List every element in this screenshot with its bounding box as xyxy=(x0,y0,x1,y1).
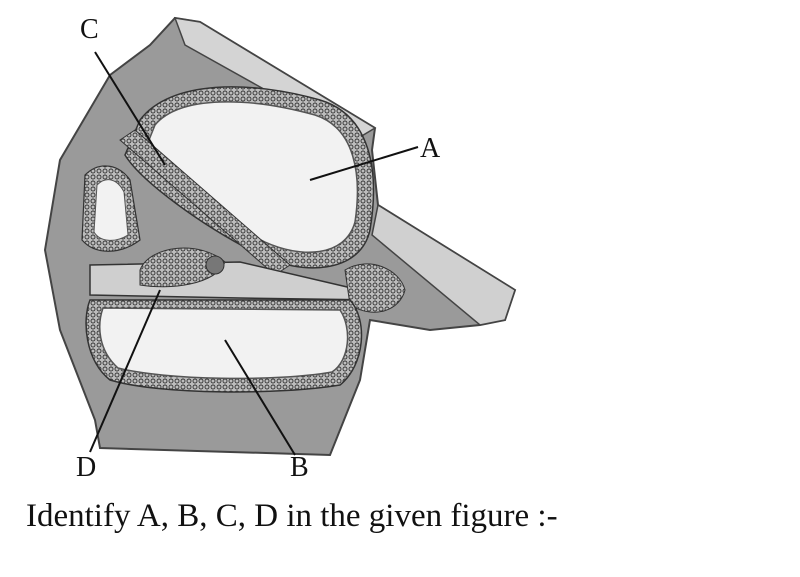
label-b: B xyxy=(290,452,309,483)
leader-line-d xyxy=(89,289,161,453)
label-d: D xyxy=(76,452,97,483)
left-chamber-inner xyxy=(93,179,129,241)
tectorial-knob xyxy=(205,255,225,275)
label-a: A xyxy=(420,133,441,164)
leader-line-b xyxy=(224,339,296,456)
reissner-extension xyxy=(371,203,516,326)
cochlea-cross-section-diagram xyxy=(43,16,517,457)
chamber-b xyxy=(99,307,349,380)
organ-of-corti xyxy=(139,247,226,288)
leader-line-a xyxy=(309,146,419,181)
membrane-c xyxy=(119,129,291,276)
leader-line-c xyxy=(94,51,166,166)
spiral-ganglion xyxy=(344,263,406,313)
question-caption: Identify A, B, C, D in the given figure … xyxy=(26,498,558,534)
label-c: C xyxy=(80,14,99,45)
